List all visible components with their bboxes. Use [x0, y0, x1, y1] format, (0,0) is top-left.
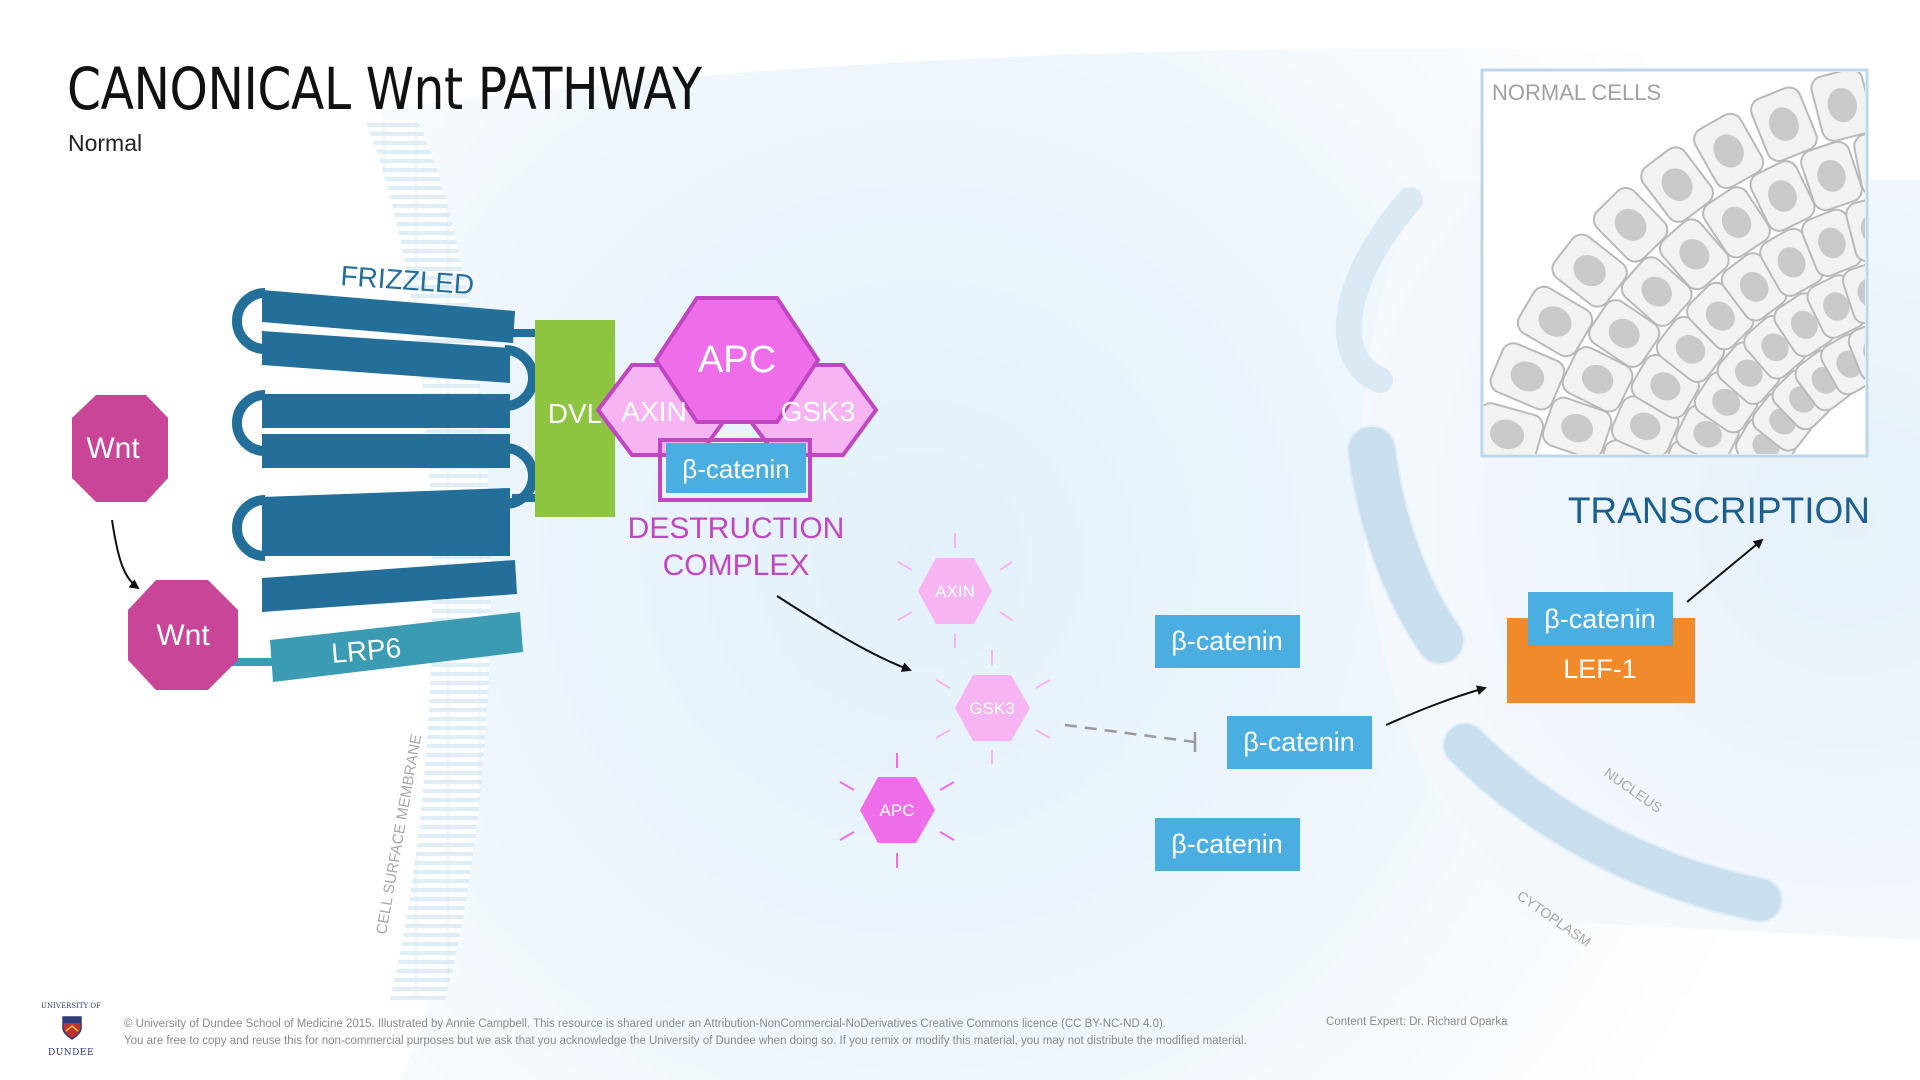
- university-logo: UNIVERSITY OF DUNDEE: [36, 1002, 106, 1064]
- epithelial-cell: [1810, 72, 1865, 142]
- free-axin-label: AXIN: [935, 582, 975, 601]
- dissociation-arrow: [776, 595, 912, 672]
- copyright-footer: © University of Dundee School of Medicin…: [124, 1016, 1247, 1050]
- footer-line-2: You are free to copy and reuse this for …: [124, 1035, 1247, 1047]
- free-gsk3-label: GSK3: [969, 699, 1014, 718]
- wnt-ligand-free: [72, 395, 168, 502]
- beta-catenin-3: [1155, 818, 1300, 871]
- epithelial-cell: [1693, 112, 1765, 190]
- beta-catenin-1: [1155, 615, 1300, 668]
- normal-cells-inset: [1480, 68, 1869, 458]
- wnt-free-label: Wnt: [86, 432, 140, 465]
- logo-bottom-text: DUNDEE: [47, 1048, 95, 1058]
- epithelial-cell: [1484, 402, 1545, 454]
- epithelial-cell: [1541, 396, 1613, 454]
- complex-beta-label: β-catenin: [682, 454, 789, 484]
- free-axin: [897, 533, 1013, 648]
- beta-catenin-2: [1227, 716, 1372, 769]
- epithelial-cell: [1489, 342, 1566, 411]
- cell-surface-membrane: [365, 120, 491, 1000]
- logo-top-text: UNIVERSITY OF: [41, 1002, 101, 1010]
- beta-catenin-nuclear-label: β-catenin: [1544, 604, 1656, 634]
- destruction-label-1: DESTRUCTION: [628, 512, 845, 545]
- dvl-label: DVL: [548, 398, 602, 429]
- inset-title: NORMAL CELLS: [1492, 80, 1661, 105]
- complex-beta-catenin: [666, 443, 806, 493]
- free-apc-label: APC: [880, 801, 915, 820]
- epithelial-cell: [1702, 186, 1771, 259]
- destruction-complex: [595, 296, 879, 502]
- frizzled-receptor: [232, 288, 538, 612]
- epithelial-cell: [1630, 353, 1700, 419]
- wnt-binding-arrow: [111, 519, 140, 590]
- beta-catenin-1-label: β-catenin: [1171, 626, 1283, 656]
- beta-catenin-3-label: β-catenin: [1171, 829, 1283, 859]
- free-apc: [839, 753, 955, 868]
- apc-hexagon: [653, 296, 821, 424]
- epithelial-cell: [1620, 256, 1693, 327]
- epithelial-cell: [1561, 346, 1634, 413]
- epithelial-cell: [1841, 260, 1865, 325]
- epithelial-cell: [1749, 160, 1816, 232]
- epithelial-cell: [1750, 86, 1818, 162]
- transcription-arrow: [1686, 538, 1764, 603]
- epithelial-cell: [1551, 233, 1628, 308]
- epithelial-cell: [1853, 128, 1865, 197]
- page-title: CANONICAL Wnt PATHWAY: [67, 55, 702, 123]
- beta-catenin-nuclear: [1528, 592, 1673, 646]
- nuclear-entry-arrow: [1385, 685, 1487, 726]
- destruction-label-2: COMPLEX: [663, 549, 810, 582]
- axin-label: AXIN: [621, 396, 686, 427]
- epithelial-cell: [1516, 285, 1594, 358]
- free-gsk3: [935, 650, 1051, 764]
- epithelial-cell: [1800, 140, 1863, 212]
- inhibition-line: [1064, 723, 1196, 744]
- apc-label: APC: [698, 339, 776, 381]
- dvl-protein: [535, 320, 615, 517]
- shield-icon: [62, 1016, 82, 1040]
- epithelial-cell: [1592, 187, 1669, 263]
- content-expert: Content Expert: Dr. Richard Oparka: [1326, 1016, 1508, 1028]
- epithelial-cell: [1801, 208, 1863, 278]
- wnt-bound-label: Wnt: [156, 619, 210, 652]
- beta-catenin-2-label: β-catenin: [1243, 727, 1355, 757]
- footer-line-1: © University of Dundee School of Medicin…: [124, 1018, 1167, 1030]
- page-subtitle: Normal: [68, 130, 143, 156]
- lrp6-label: LRP6: [330, 632, 402, 669]
- transcription-label: TRANSCRIPTION: [1568, 490, 1870, 531]
- epithelial-cell: [1588, 299, 1661, 368]
- wnt-ligand-bound: [128, 580, 238, 690]
- gsk3-label: GSK3: [781, 396, 856, 427]
- epithelial-cell: [1659, 218, 1730, 291]
- epithelial-cell: [1845, 195, 1865, 263]
- epithelial-cell: [1847, 320, 1865, 383]
- lef1-label: LEF-1: [1563, 654, 1637, 684]
- epithelial-cell: [1640, 146, 1714, 223]
